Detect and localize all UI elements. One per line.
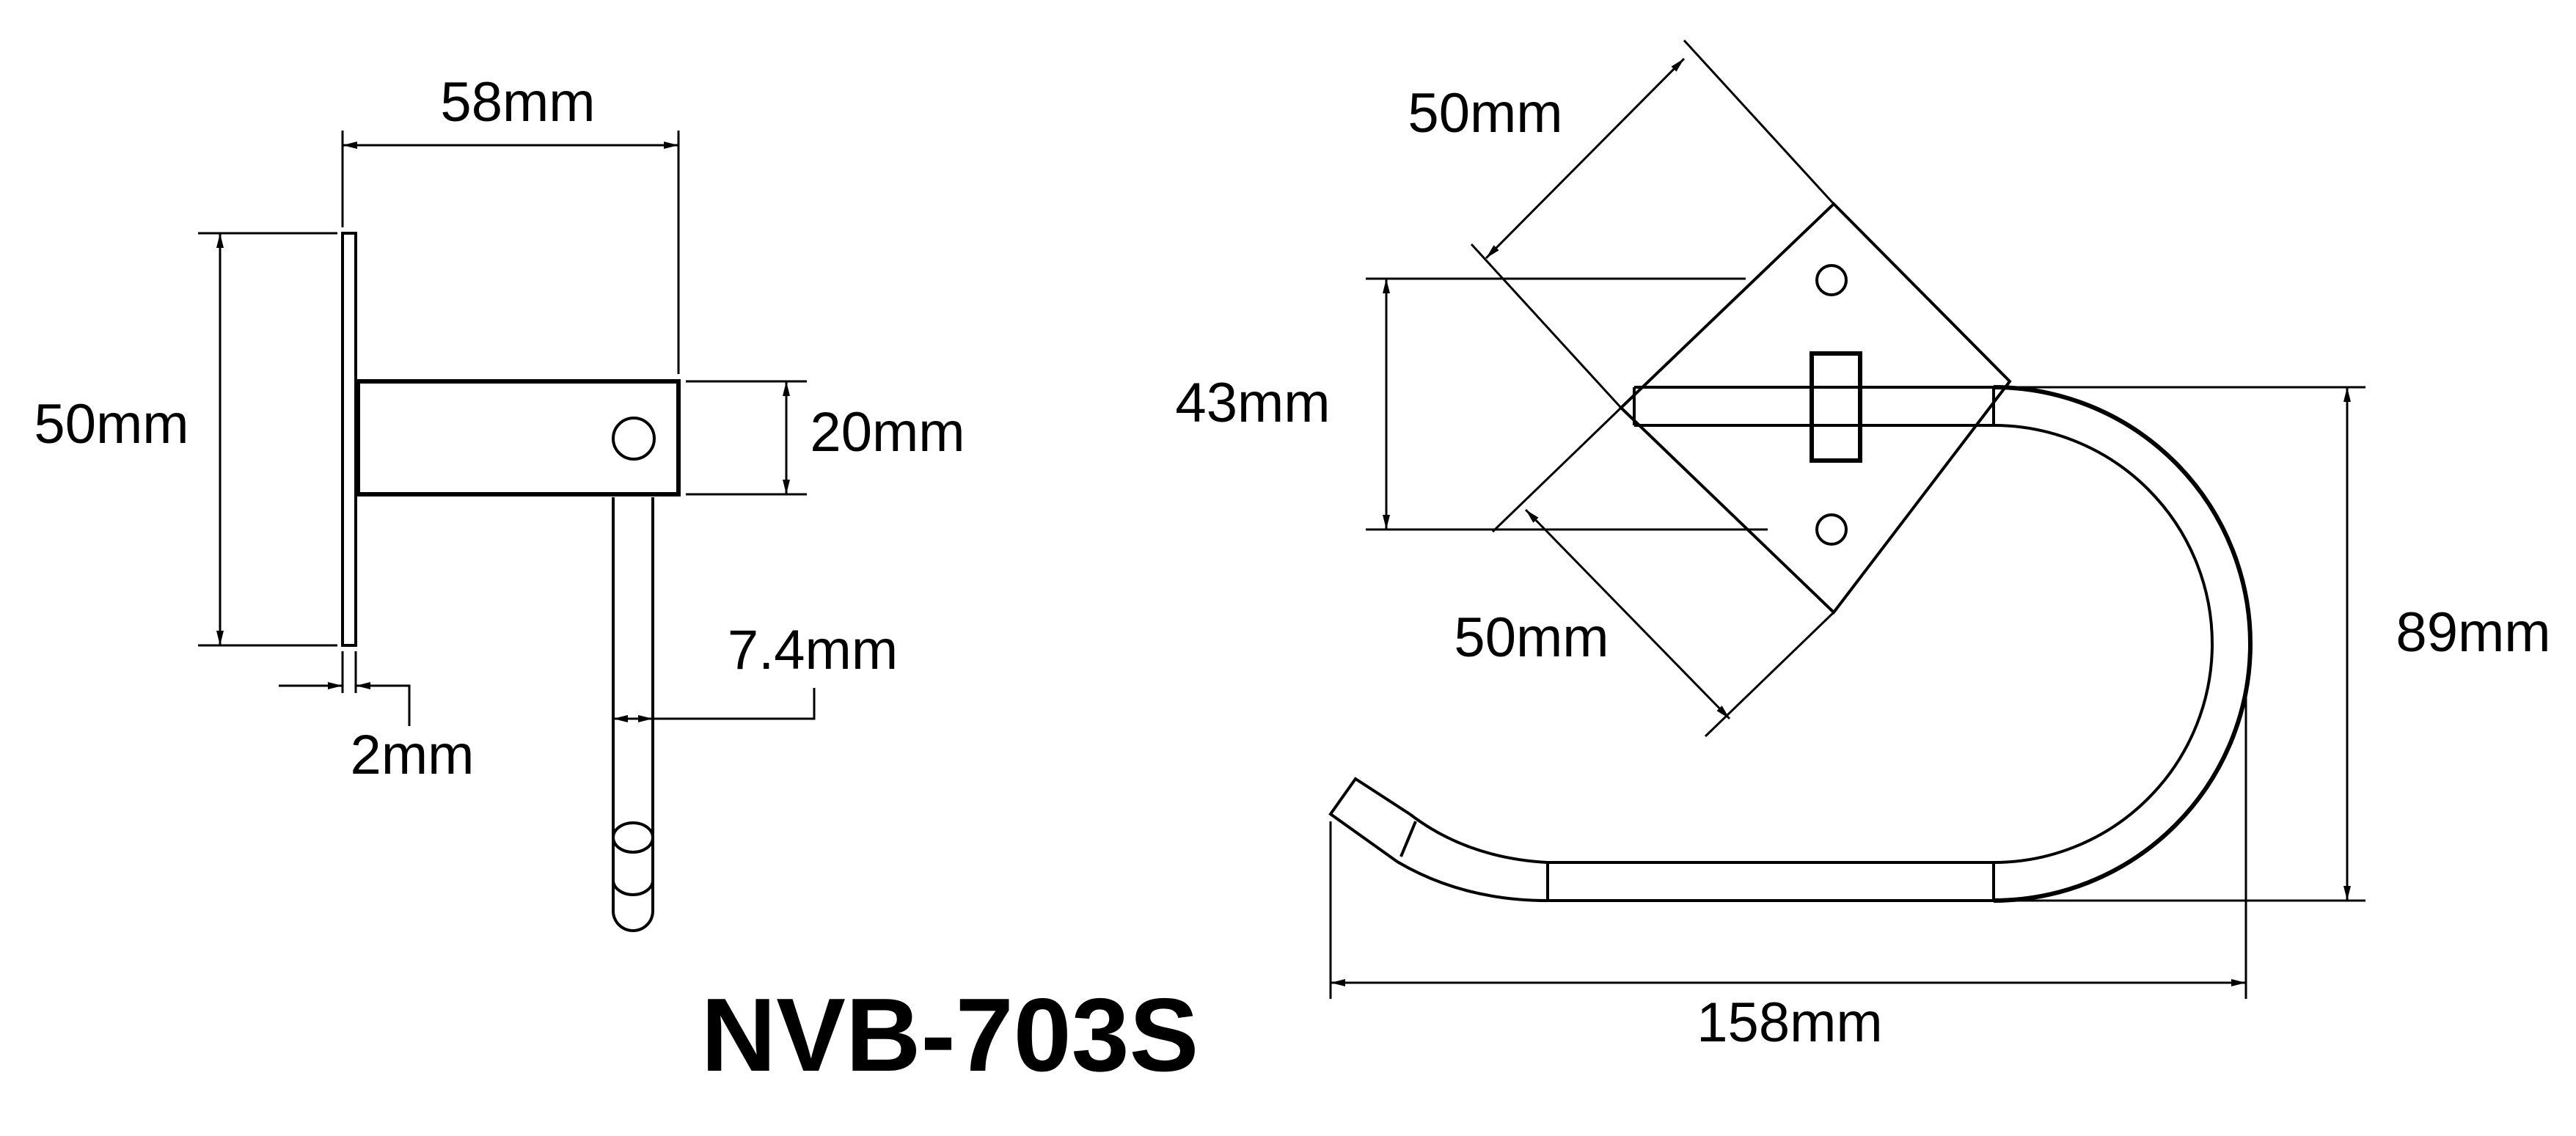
- dim-side-plate-thickness: 2mm: [279, 651, 474, 786]
- model-label: NVB-703S: [701, 977, 1199, 1093]
- dim-side-arm-height: 20mm: [686, 380, 965, 496]
- front-diamond-plate: [1619, 202, 2012, 615]
- label-side-plate-thickness: 2mm: [351, 724, 475, 786]
- dim-front-total-width: 158mm: [1329, 689, 2247, 1054]
- dim-side-height: 50mm: [34, 232, 337, 647]
- side-rod: [612, 497, 654, 932]
- side-arm: [356, 379, 681, 496]
- dim-front-total-height: 89mm: [1997, 386, 2551, 902]
- front-bracket-block: [1810, 351, 1862, 463]
- front-plate-hole-top: [1815, 264, 1848, 296]
- label-side-depth: 58mm: [440, 71, 595, 133]
- label-front-plate-height: 43mm: [1175, 372, 1330, 434]
- side-wall-plate: [341, 232, 357, 647]
- dim-front-plate-side-bottom: 50mm: [1454, 406, 1835, 738]
- dim-side-rod-diameter: 7.4mm: [613, 619, 898, 722]
- front-plate-hole-bottom: [1815, 513, 1848, 546]
- label-front-total-width: 158mm: [1697, 992, 1882, 1054]
- dim-side-depth: 58mm: [341, 71, 680, 374]
- front-view: 50mm 50mm 43mm 89mm 158mm: [1175, 39, 2551, 1054]
- front-holder-arm: [1328, 385, 2253, 903]
- side-arm-screw-hole: [612, 417, 656, 461]
- side-view: 58mm 50mm 20mm 7.4mm: [34, 71, 965, 932]
- dim-front-plate-side-top: 50mm: [1408, 39, 1835, 409]
- dim-front-plate-height: 43mm: [1175, 277, 1768, 531]
- label-front-plate-side-bottom: 50mm: [1454, 607, 1609, 669]
- label-side-height: 50mm: [34, 393, 189, 455]
- label-front-plate-side-top: 50mm: [1408, 82, 1562, 144]
- label-side-arm-height: 20mm: [810, 401, 965, 463]
- label-side-rod-diameter: 7.4mm: [728, 619, 898, 681]
- label-front-total-height: 89mm: [2396, 601, 2550, 664]
